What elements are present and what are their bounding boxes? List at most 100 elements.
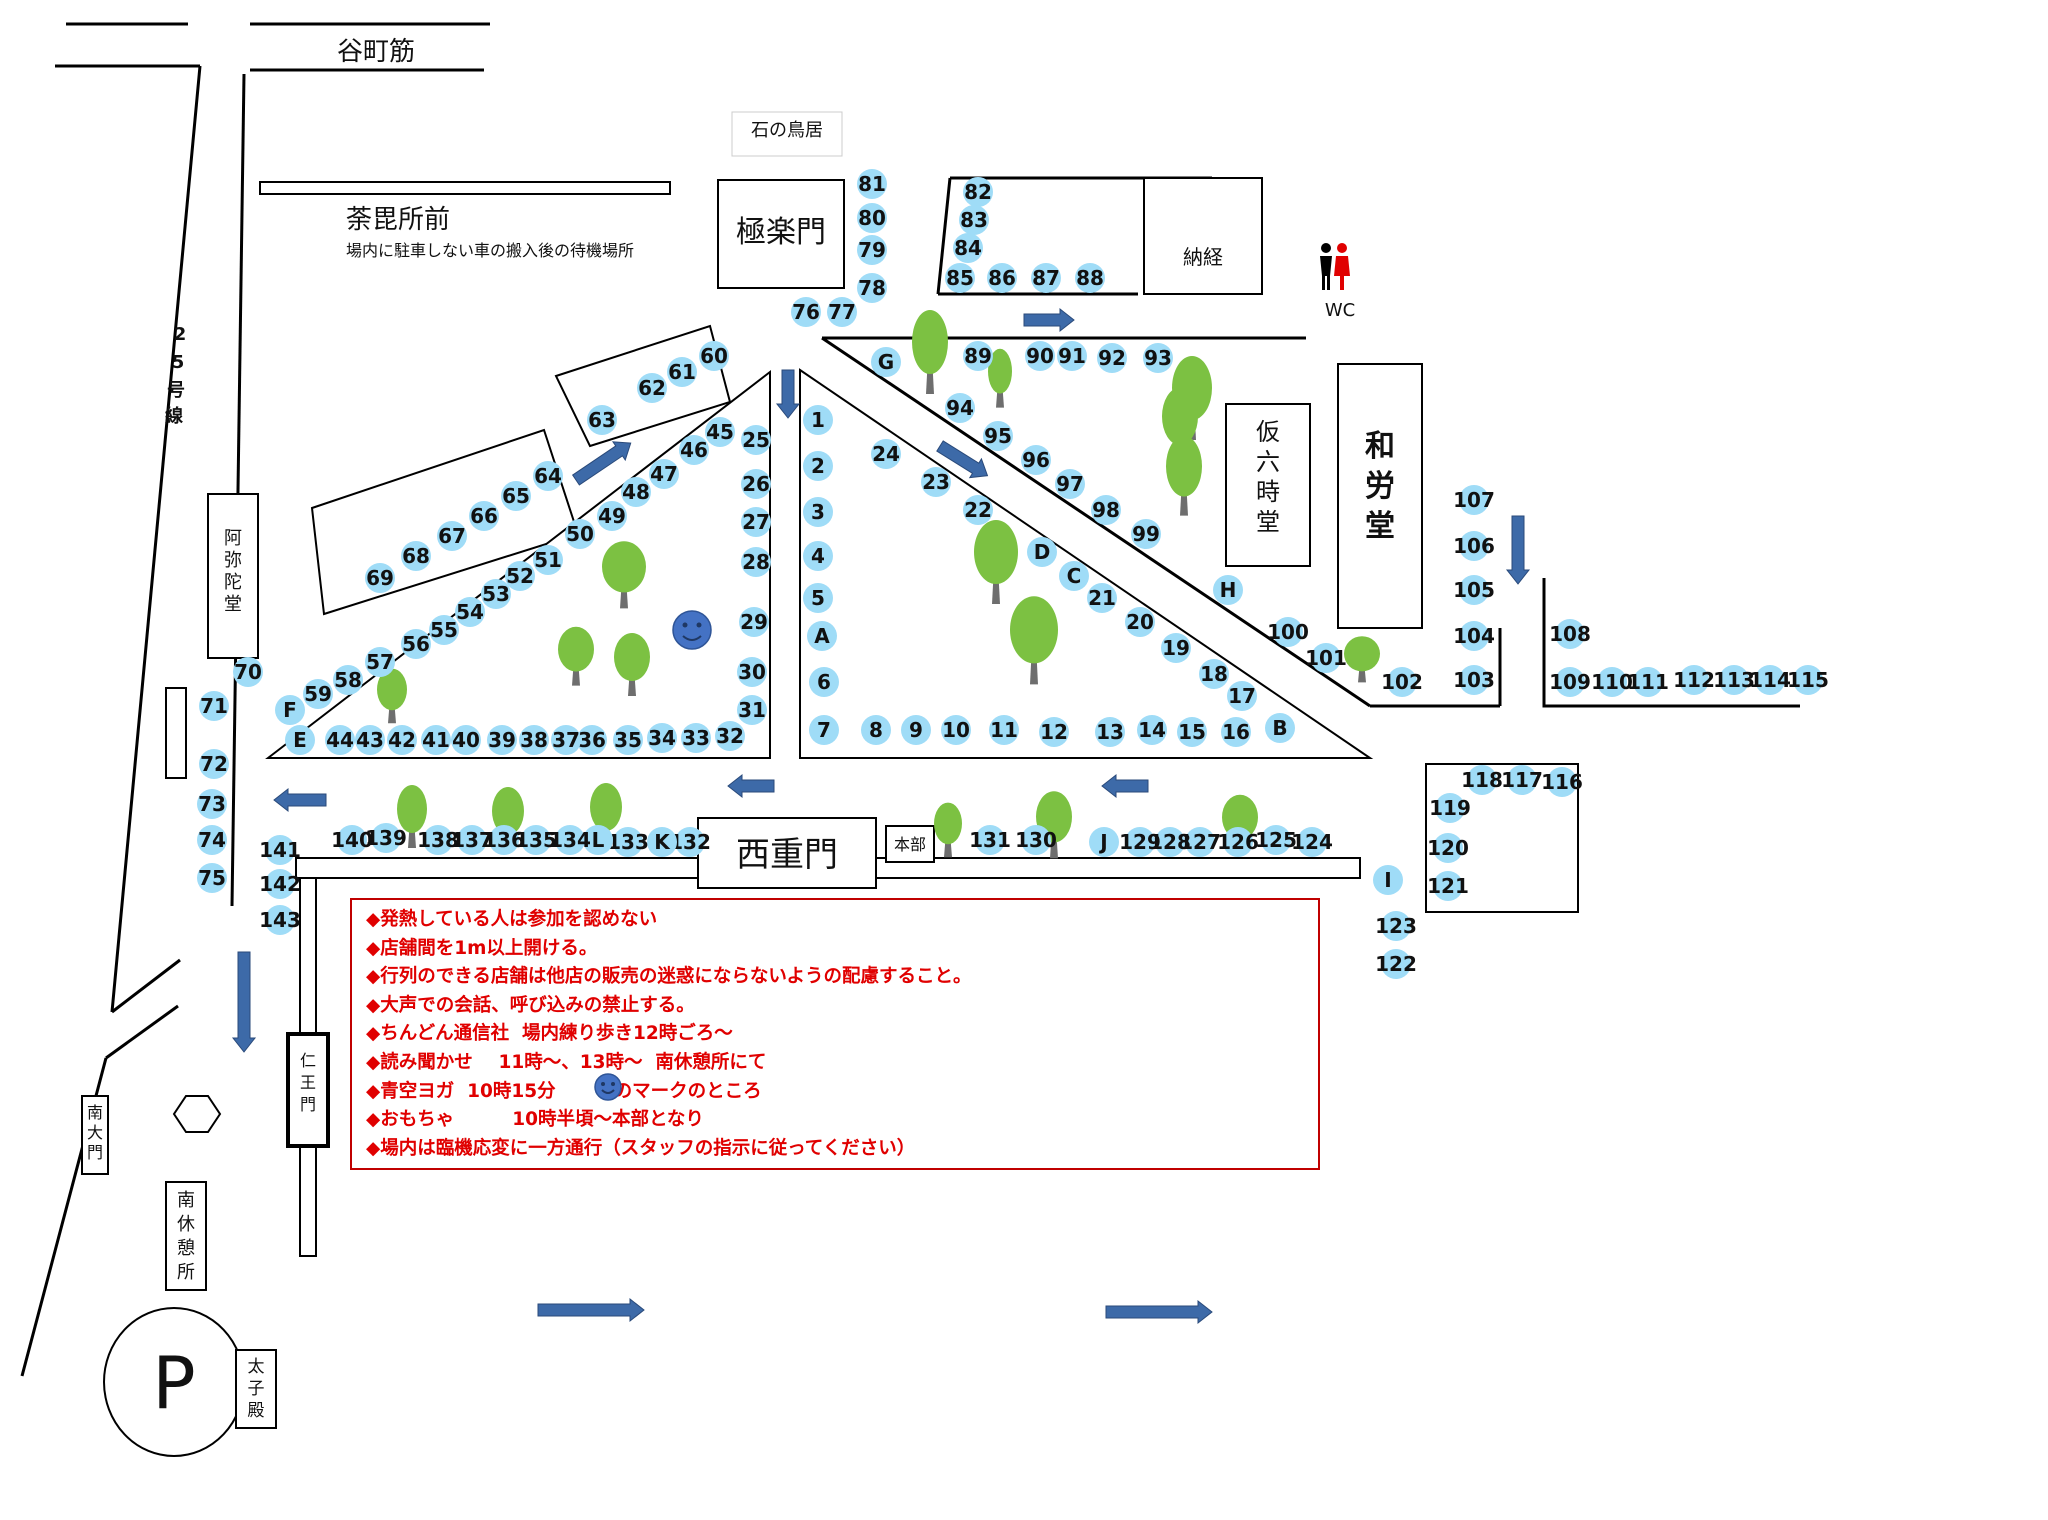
booth-96: 96 [1021, 445, 1051, 475]
booth-120: 120 [1427, 833, 1469, 863]
booth-number: 106 [1453, 534, 1495, 558]
booth-marker [705, 417, 735, 447]
one-way-arrow-icon [1101, 773, 1149, 799]
amidado-building [207, 493, 259, 659]
notice-line: ◆行列のできる店舗は他店の販売の迷惑にならないようの配慮すること。 [366, 966, 972, 988]
booth-64: 64 [533, 461, 563, 491]
booth-43: 43 [355, 725, 385, 755]
booth-number: 90 [1026, 344, 1054, 368]
booth-marker [487, 725, 517, 755]
booth-number: 43 [356, 728, 384, 752]
booth-marker [741, 469, 771, 499]
booth-133: 133 [607, 827, 649, 857]
booth-marker [901, 715, 931, 745]
booth-number: 93 [1144, 346, 1172, 370]
booth-number: 96 [1022, 448, 1050, 472]
booth-56: 56 [401, 629, 431, 659]
tree-icon [614, 633, 650, 696]
booth-143: 143 [259, 905, 301, 935]
booth-marker [1097, 343, 1127, 373]
svg-text:所: 所 [177, 1262, 195, 1283]
notice-line: ◆発熱している人は参加を認めない [366, 909, 658, 930]
tree-icon [1166, 435, 1202, 516]
booth-marker [637, 373, 667, 403]
booth-number: 53 [482, 582, 510, 606]
booth-116: 116 [1541, 767, 1583, 797]
booth-marker [577, 725, 607, 755]
booth-marker [1297, 827, 1327, 857]
booth-141: 141 [259, 835, 301, 865]
booth-45: 45 [705, 417, 735, 447]
booth-marker [1459, 621, 1489, 651]
booth-number: 137 [451, 828, 493, 852]
booth-14: 14 [1137, 715, 1167, 745]
booth-I: I [1373, 865, 1403, 895]
booth-52: 52 [505, 561, 535, 591]
booth-marker [555, 825, 585, 855]
booth-number: 54 [456, 600, 484, 624]
route25-bend-line-2 [105, 1004, 179, 1060]
booth-number: 22 [964, 498, 992, 522]
booth-number: 18 [1200, 662, 1228, 686]
niomon-building [286, 1032, 330, 1148]
booth-number: 133 [607, 830, 649, 854]
booth-number: 6 [817, 670, 831, 694]
booth-26: 26 [741, 469, 771, 499]
svg-text:南: 南 [87, 1103, 103, 1122]
booth-marker [1459, 575, 1489, 605]
gokurakumon-building [717, 179, 845, 289]
booth-marker [265, 869, 295, 899]
booth-marker [519, 725, 549, 755]
booth-marker [1025, 341, 1055, 371]
booth-32: 32 [715, 721, 745, 751]
booth-marker [1091, 495, 1121, 525]
booth-number: 12 [1040, 720, 1068, 744]
booth-marker [1223, 827, 1253, 857]
booth-marker [975, 825, 1005, 855]
booth-126: 126 [1217, 827, 1259, 857]
booth-number: 21 [1088, 586, 1116, 610]
svg-text:弥: 弥 [224, 550, 242, 571]
karirokujido-label: 仮 六 時 堂 [1256, 418, 1280, 536]
booth-H: H [1213, 575, 1243, 605]
svg-text:時: 時 [1256, 478, 1280, 506]
tree-icon [397, 785, 427, 848]
svg-text:仁: 仁 [300, 1051, 316, 1070]
booth-number: 69 [366, 566, 394, 590]
saijumon-label: 西重門 [736, 835, 838, 875]
svg-text:堂: 堂 [1256, 508, 1280, 536]
honbu-label: 本部 [894, 835, 926, 854]
booth-number: 10 [942, 718, 970, 742]
booth-marker [1273, 617, 1303, 647]
booth-marker [1177, 717, 1207, 747]
booth-marker [963, 341, 993, 371]
booth-number: 92 [1098, 346, 1126, 370]
booth-marker [737, 695, 767, 725]
booth-number: 89 [964, 344, 992, 368]
booth-number: 142 [259, 872, 301, 896]
booth-marker [597, 501, 627, 531]
booth-number: 124 [1291, 830, 1333, 854]
booth-87: 87 [1031, 263, 1061, 293]
booth-marker [265, 905, 295, 935]
booth-number: 16 [1222, 720, 1250, 744]
booth-marker [989, 715, 1019, 745]
booth-marker [337, 825, 367, 855]
booth-marker [1089, 827, 1119, 857]
booth-55: 55 [429, 615, 459, 645]
booth-marker [429, 615, 459, 645]
booth-125: 125 [1255, 825, 1297, 855]
booth-number: 85 [946, 266, 974, 290]
booth-E: E [285, 725, 315, 755]
booth-number: B [1272, 716, 1287, 740]
notice-smiley-icon [594, 1073, 622, 1101]
booth-marker [1459, 665, 1489, 695]
booth-number: H [1220, 578, 1237, 602]
booth-35: 35 [613, 725, 643, 755]
booth-111: 111 [1627, 667, 1669, 697]
booth-77: 77 [827, 297, 857, 327]
booth-marker [1155, 827, 1185, 857]
booth-number: A [814, 624, 830, 648]
booth-marker [1143, 343, 1173, 373]
tree-icon [988, 348, 1012, 408]
